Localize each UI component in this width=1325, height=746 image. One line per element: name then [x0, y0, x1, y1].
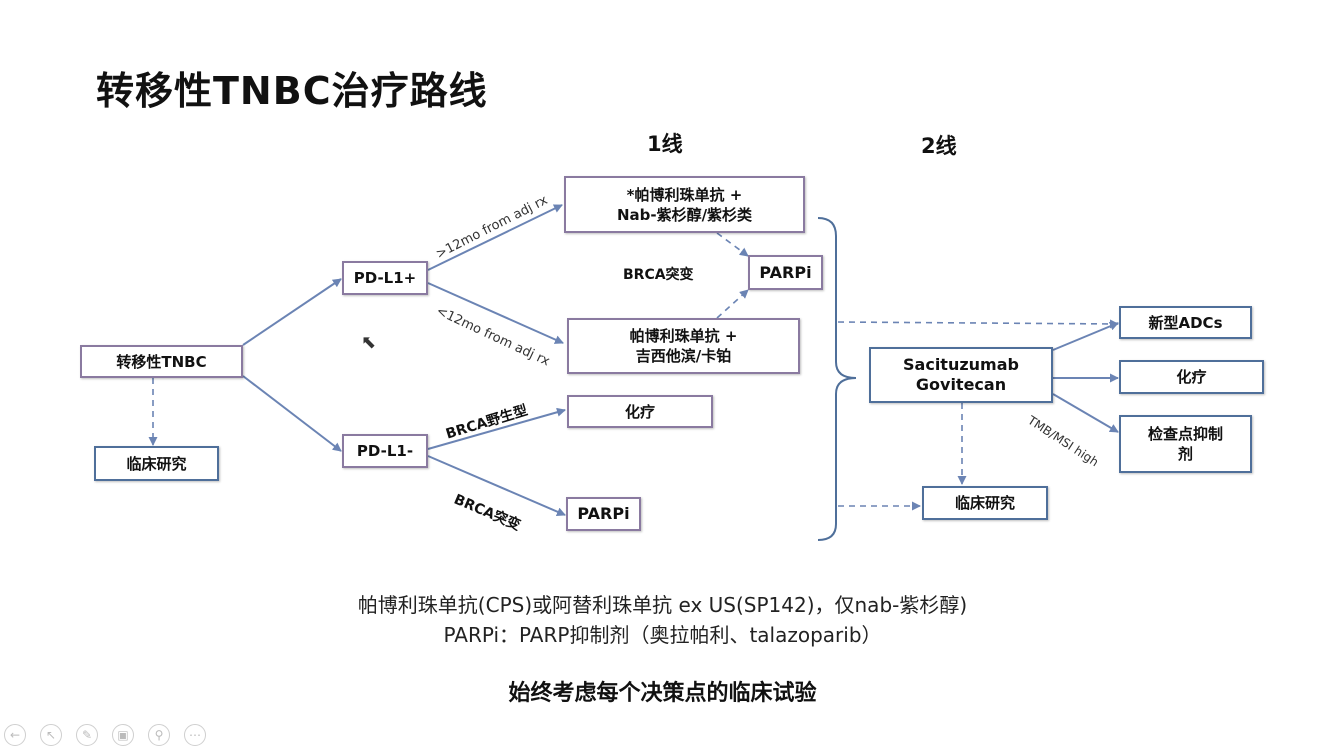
node-sg-line1: Sacituzumab	[903, 355, 1019, 374]
node-sacituzumab-govitecan: Sacituzumab Govitecan	[869, 347, 1053, 403]
node-pembro-nab-line2: Nab-紫杉醇/紫杉类	[616, 205, 753, 224]
label-brca-mutation-top: BRCA突变	[623, 267, 694, 283]
edge-sg-checkpoint	[1052, 393, 1119, 433]
node-clinical-trial-right: 临床研究	[922, 486, 1048, 520]
edge-pdl1neg-chemo	[427, 407, 566, 450]
mouse-cursor-icon: ⬉	[361, 332, 377, 353]
node-pdl1-positive: PD-L1+	[342, 261, 428, 295]
presentation-toolbar: ← ↖ ✎ ▣ ⚲ ⋯	[0, 724, 206, 746]
edge-pembronab-parpi	[716, 232, 749, 257]
edge-pdl1pos-pembrogem	[427, 282, 564, 344]
node-pembro-nab-paclitaxel: *帕博利珠单抗 + Nab-紫杉醇/紫杉类	[564, 176, 805, 233]
node-pembro-nab-line1: *帕博利珠单抗 +	[626, 185, 743, 204]
node-parpi-top: PARPi	[748, 255, 823, 290]
node-metastatic-tnbc: 转移性TNBC	[80, 345, 243, 378]
edge-brace-adcs	[837, 319, 1119, 329]
edge-mtnbc-pdl1pos	[242, 278, 342, 346]
node-pdl1-negative: PD-L1-	[342, 434, 428, 468]
column-header-line1: 1线	[647, 132, 683, 156]
footnote-clinical-trials: 始终考虑每个决策点的临床试验	[508, 681, 817, 706]
edge-pembrogem-parpi	[716, 289, 749, 319]
footnote-parpi: PARPi：PARP抑制剂（奥拉帕利、talazoparib）	[443, 623, 882, 647]
edge-pdl1neg-parpi	[427, 455, 566, 516]
node-sg-line2: Govitecan	[915, 375, 1007, 394]
page-title: 转移性TNBC治疗路线	[96, 69, 488, 113]
node-chemotherapy-line1: 化疗	[567, 395, 713, 428]
node-new-adcs: 新型ADCs	[1119, 306, 1252, 339]
curly-brace	[817, 217, 857, 541]
node-pembro-gem-line2: 吉西他滨/卡铂	[635, 347, 732, 365]
node-checkpoint-line2: 剂	[1177, 445, 1193, 463]
node-pembro-gem-carbo: 帕博利珠单抗 + 吉西他滨/卡铂	[567, 318, 800, 374]
node-parpi-bottom: PARPi	[566, 497, 641, 531]
node-checkpoint-inhibitor: 检查点抑制 剂	[1119, 415, 1252, 473]
edge-pdl1pos-pembronab	[427, 204, 563, 271]
column-header-line2: 2线	[921, 134, 957, 158]
node-chemotherapy-line2: 化疗	[1119, 360, 1264, 394]
node-clinical-trial-left: 临床研究	[94, 446, 219, 481]
node-checkpoint-line1: 检查点抑制	[1147, 425, 1223, 443]
edge-mtnbc-pdl1neg	[242, 375, 342, 452]
node-pembro-gem-line1: 帕博利珠单抗 +	[629, 327, 738, 345]
footnote-pembrolizumab: 帕博利珠单抗(CPS)或阿替利珠单抗 ex US(SP142)，仅nab-紫杉醇…	[357, 593, 968, 617]
edge-sg-adcs	[1052, 321, 1119, 351]
